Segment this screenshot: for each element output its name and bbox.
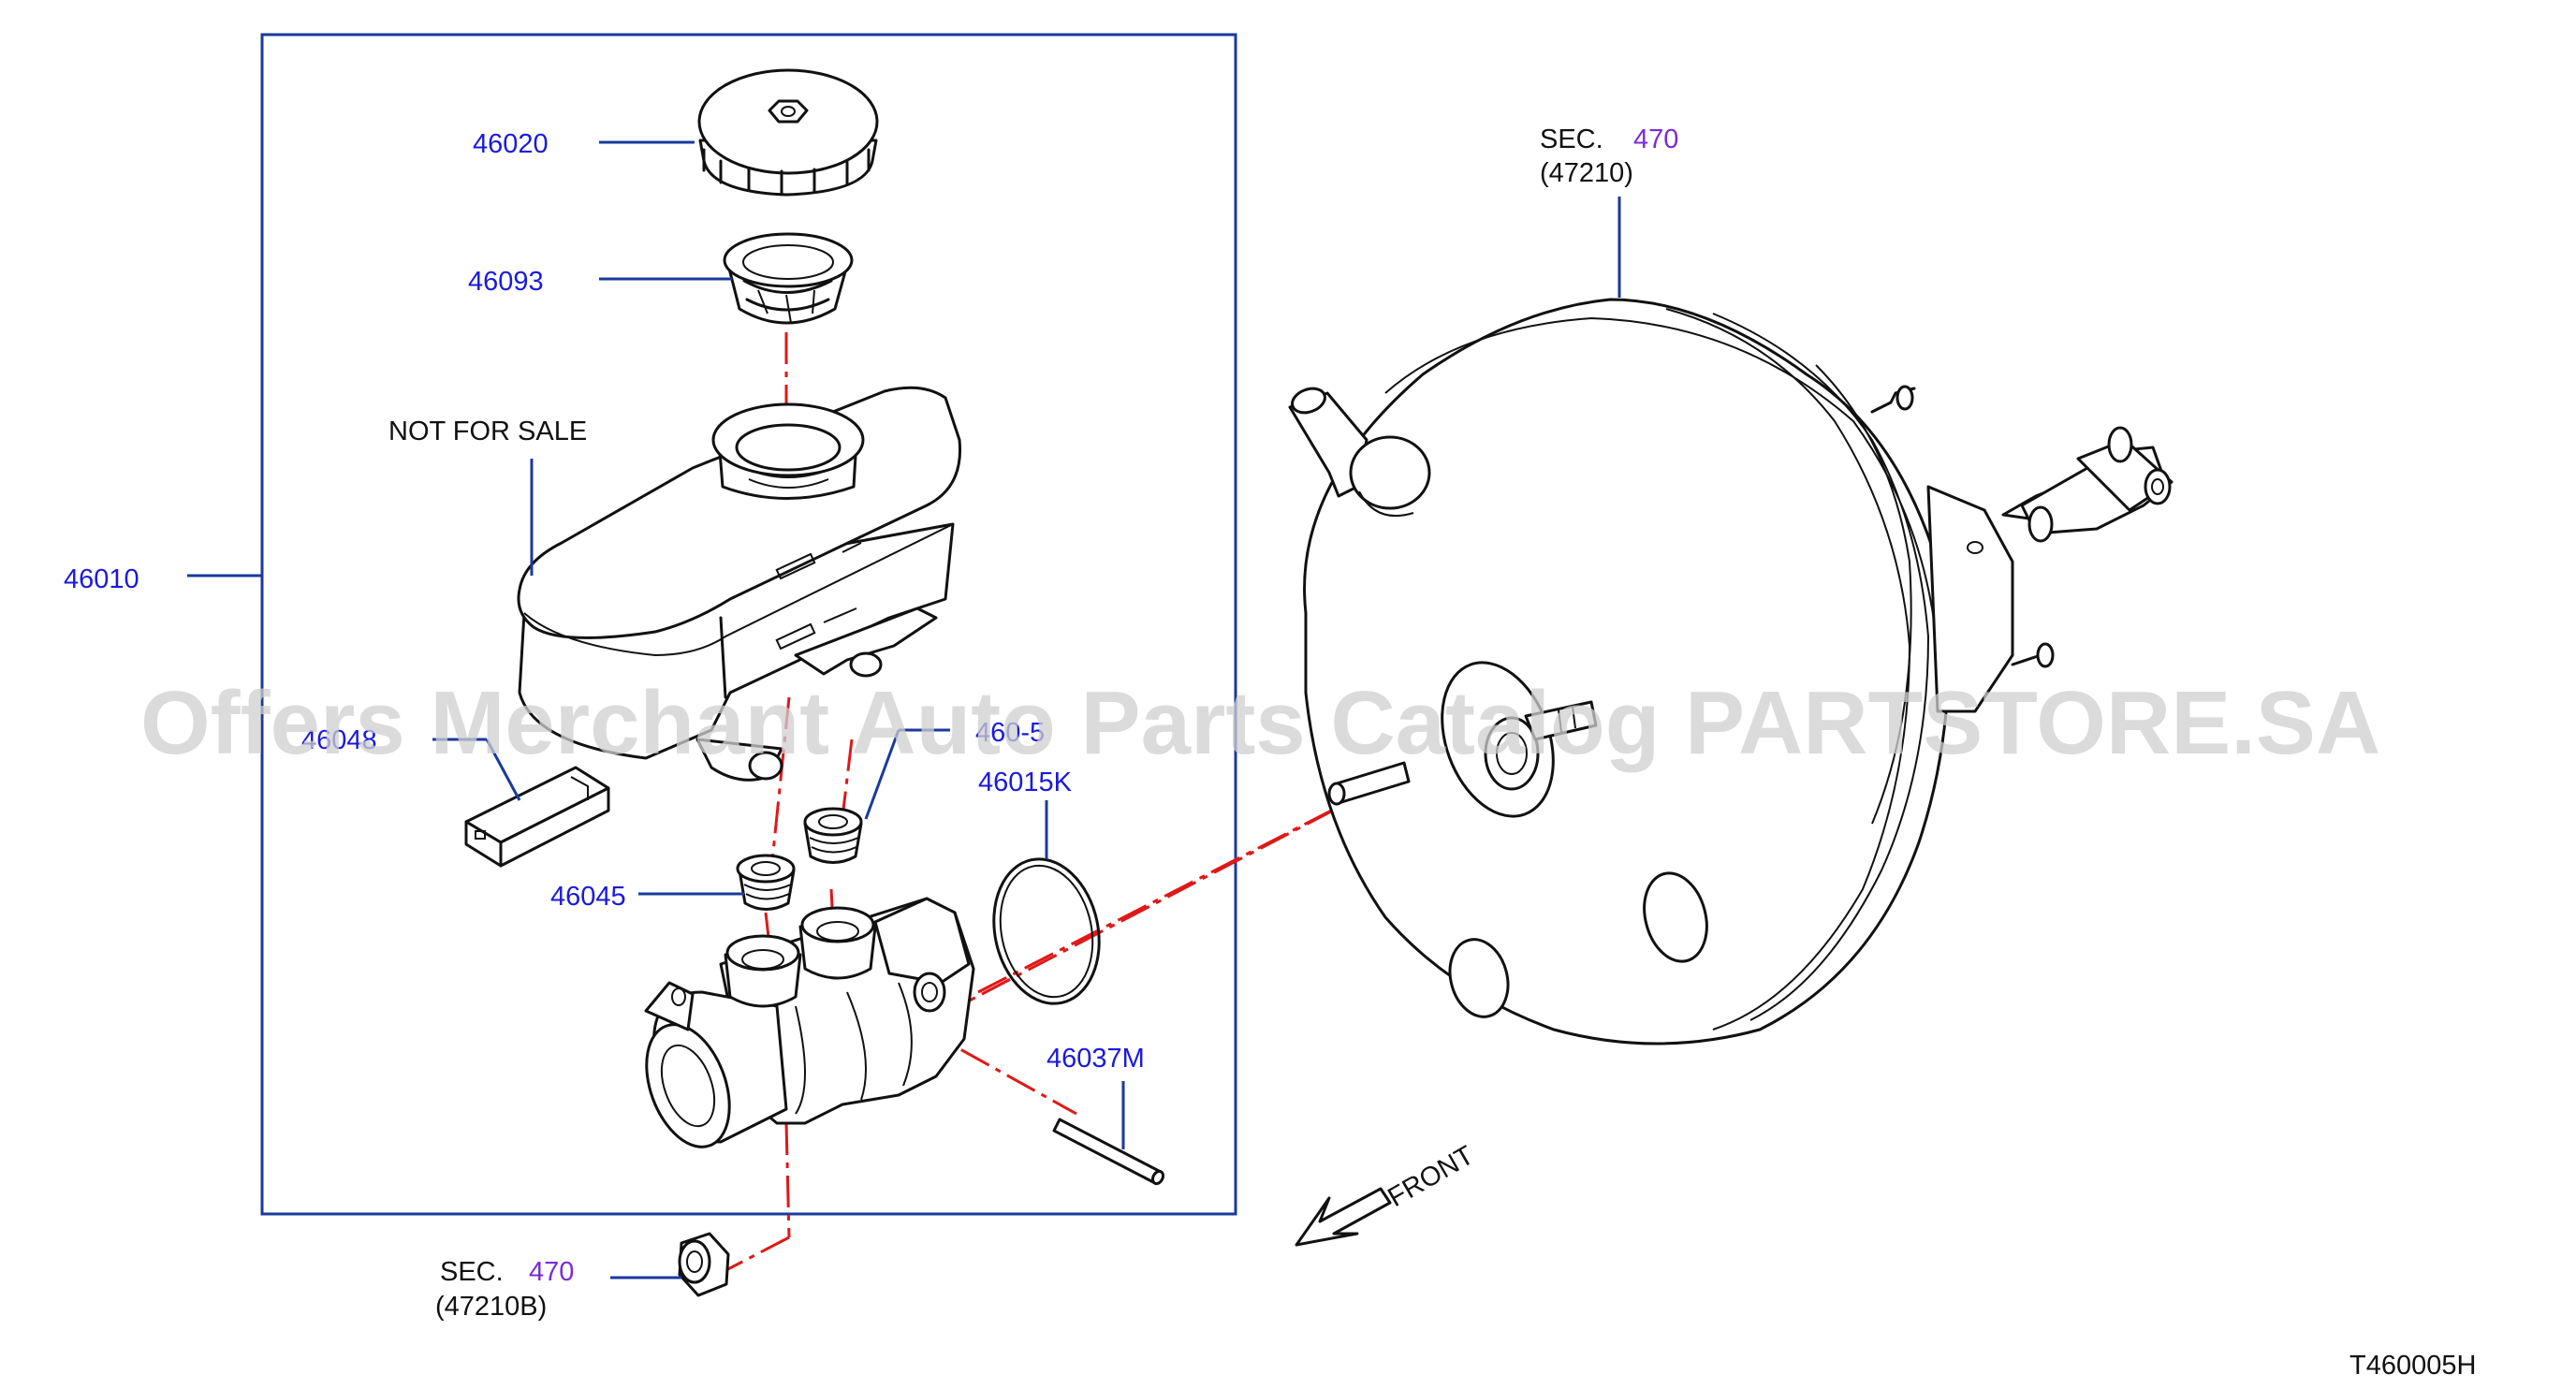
part-46020-label[interactable]: 46020 [473, 129, 549, 159]
brake-booster-47210[interactable] [1288, 298, 2174, 1045]
sec-number-link[interactable]: 470 [529, 1257, 574, 1287]
brake-fluid-reservoir-46010[interactable] [517, 386, 962, 782]
watermark: Offers Merchant Auto Parts Catalog PARTS… [140, 673, 2380, 773]
o-ring-46015K[interactable] [981, 849, 1112, 1013]
part-46010-label[interactable]: 46010 [64, 564, 139, 594]
sec-number-link[interactable]: 470 [1633, 124, 1678, 154]
nut-47210B[interactable] [678, 1232, 730, 1297]
front-label: FRONT [1383, 1140, 1480, 1213]
reservoir-cap-46020[interactable] [697, 68, 879, 197]
pin-46037M[interactable] [1052, 1118, 1165, 1186]
sec-470-nut-ref[interactable]: SEC. 470 (47210B) [435, 1257, 574, 1322]
part-46048-label[interactable]: 46048 [301, 725, 377, 755]
reservoir-strainer-46093[interactable] [723, 232, 854, 325]
sec-prefix: SEC. [1540, 124, 1603, 154]
part-46045-label[interactable]: 46045 [550, 882, 626, 912]
part-460x5-label[interactable]: 460-5 [975, 718, 1045, 748]
sec-sub-number: (47210B) [435, 1292, 547, 1322]
leader-lines [187, 140, 1621, 1279]
brake-master-cylinder[interactable] [631, 897, 975, 1159]
level-sensor-46048[interactable] [464, 766, 610, 868]
grommet-46045-right[interactable] [803, 807, 863, 864]
not-for-sale-note: NOT FOR SALE [388, 417, 587, 446]
sec-470-booster-ref[interactable]: SEC. 470 (47210) [1540, 124, 1678, 188]
assembly-group-box [260, 33, 1237, 1216]
sec-sub-number: (47210) [1540, 158, 1633, 188]
diagram-id: T460005H [2349, 1351, 2476, 1381]
part-46015K-label[interactable]: 46015K [978, 768, 1073, 797]
front-direction-arrow [1295, 1187, 1392, 1247]
part-46037M-label[interactable]: 46037M [1046, 1044, 1145, 1074]
sec-prefix: SEC. [440, 1257, 504, 1287]
part-46093-label[interactable]: 46093 [468, 267, 544, 297]
grommet-46045-left[interactable] [736, 854, 796, 911]
